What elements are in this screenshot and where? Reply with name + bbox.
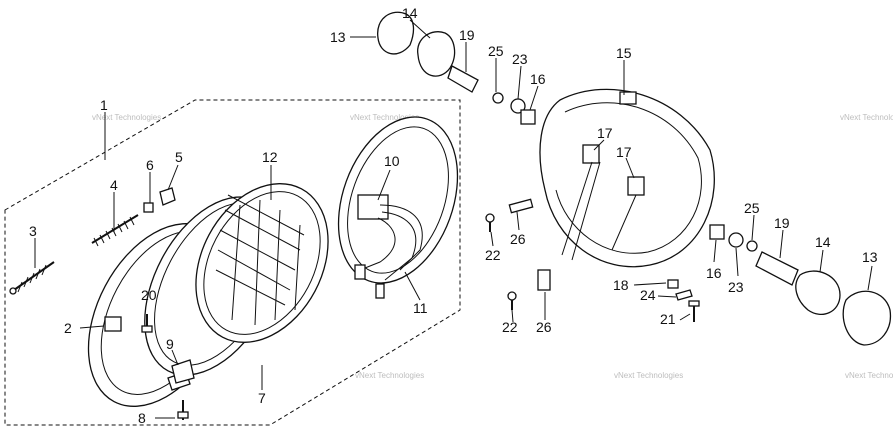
- clip-part-5: [159, 187, 176, 206]
- part-label: 13: [862, 249, 878, 265]
- part-label: 15: [616, 45, 632, 61]
- part-label: 4: [110, 177, 118, 193]
- part-label: 9: [166, 336, 174, 352]
- part-label: 19: [459, 27, 475, 43]
- part-label: 5: [175, 149, 183, 165]
- part-label: 6: [146, 157, 154, 173]
- part-label: 25: [488, 43, 504, 59]
- part-label: 25: [744, 200, 760, 216]
- screw-part-22-lower: [507, 291, 517, 310]
- part-label: 16: [706, 265, 722, 281]
- part-label: 26: [536, 319, 552, 335]
- clip-part-26-upper: [508, 198, 534, 214]
- watermark-text: vNext Technologies: [350, 113, 419, 122]
- clip-part-26-lower: [537, 269, 551, 291]
- part-label: 3: [29, 223, 37, 239]
- watermark-text: vNext Technologies: [840, 113, 893, 122]
- part-label: 13: [330, 29, 346, 45]
- headlight-case-part-10: [337, 116, 459, 299]
- part-label: 21: [660, 311, 676, 327]
- spring-part-24: [675, 289, 693, 301]
- part-label: 20: [141, 287, 157, 303]
- part-label: 18: [613, 277, 629, 293]
- washer-part-25-upper: [492, 92, 504, 104]
- sealed-beam-part-12: [195, 183, 329, 343]
- bracket-part-9: [171, 359, 195, 384]
- part-label: 19: [774, 215, 790, 231]
- part-label: 22: [485, 247, 501, 263]
- bolt-part-8: [177, 400, 189, 420]
- screw-part-3: [9, 261, 55, 295]
- part-label: 16: [530, 71, 546, 87]
- part-label: 10: [384, 153, 400, 169]
- part-label: 23: [728, 279, 744, 295]
- bolt-part-21: [688, 300, 700, 322]
- part-label: 12: [262, 149, 278, 165]
- washer-part-25-lower: [746, 240, 758, 252]
- part-label: 26: [510, 231, 526, 247]
- part-label: 2: [64, 320, 72, 336]
- part-label: 17: [597, 125, 613, 141]
- part-label: 7: [258, 390, 266, 406]
- turn-signal-lower: [755, 251, 892, 346]
- part-label: 24: [640, 287, 656, 303]
- watermark-text: vNext Technologies: [614, 371, 683, 380]
- watermark-text: vNext Technologies: [845, 371, 893, 380]
- nut-part-6: [143, 202, 154, 213]
- washer-part-23-lower: [728, 232, 744, 248]
- leader-lines: [34, 19, 873, 419]
- screw-part-22-upper: [485, 213, 495, 232]
- threaded-rod-part-4: [91, 214, 139, 247]
- watermark-text: vNext Technologies: [355, 371, 424, 380]
- headlight-housing-part-15: [539, 88, 715, 268]
- part-label: 23: [512, 51, 528, 67]
- part-label: 14: [402, 5, 418, 21]
- part-label: 8: [138, 410, 146, 426]
- part-label: 1: [100, 97, 108, 113]
- part-label: 17: [616, 144, 632, 160]
- spacer-part-16-lower: [709, 224, 725, 240]
- spacer-part-16-upper: [520, 109, 536, 125]
- part-label: 22: [502, 319, 518, 335]
- part-label: 14: [815, 234, 831, 250]
- watermark-text: vNext Technologies: [92, 113, 161, 122]
- turn-signal-upper: [377, 11, 479, 93]
- part-labels: 1 2 3 4 5 6 7 8 9 10 11 12 13 13 14 14 1…: [29, 5, 878, 426]
- part-label: 11: [413, 300, 428, 316]
- nut-part-18: [667, 279, 679, 289]
- assembly-boundary: [4, 99, 461, 426]
- bolt-part-20: [141, 314, 153, 333]
